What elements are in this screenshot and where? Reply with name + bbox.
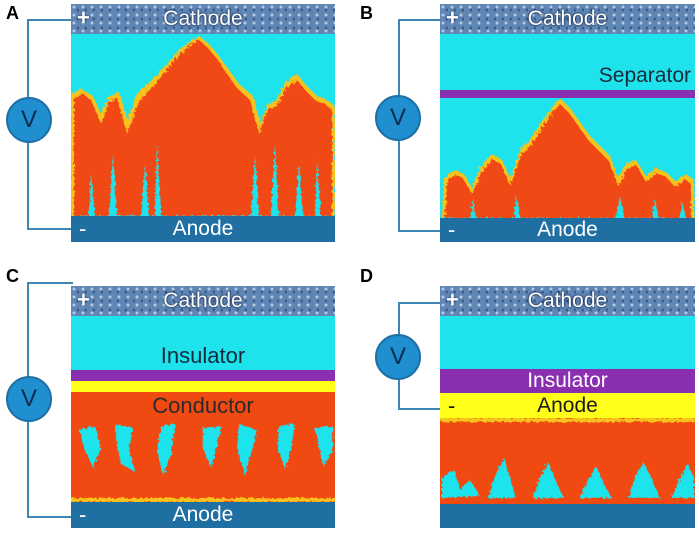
insulator-label-row: Insulator [71,342,335,370]
panel-b: B V + Cathode Separator - Anode [360,0,699,250]
voltmeter-icon: V [375,95,421,141]
voltmeter-icon: V [6,376,52,422]
cell: + Cathode Separator - Anode [440,4,695,242]
dendrites [442,98,694,218]
panel-c: C V + Cathode Insulator Conductor [0,262,340,534]
conductor: Conductor [71,392,335,420]
base-electrode [440,504,695,528]
electrolyte [440,316,695,369]
panel-letter: D [360,266,373,286]
conductor-strip [71,381,335,392]
anode-label: Anode [172,503,234,526]
electrolyte [71,316,335,370]
insulator: Insulator [440,369,695,393]
positive-sign: + [446,5,459,30]
insulator [71,370,335,381]
panel-letter: A [6,3,19,23]
anode: - Anode [440,217,695,242]
dendrites [71,420,335,502]
negative-sign: - [448,217,456,242]
cathode-label: Cathode [163,289,243,312]
separator [440,90,695,98]
conductor-label: Conductor [152,393,254,418]
voltmeter-icon: V [375,334,421,380]
panel-a: A V + Cathode - Anode [0,0,340,250]
cell: + Cathode - Anode [71,4,335,242]
cathode: + Cathode [71,4,335,34]
insulator-label: Insulator [527,369,608,392]
dendrites [71,36,335,216]
insulator-label: Insulator [160,343,246,368]
panel-letter: C [6,266,19,286]
positive-sign: + [77,287,90,312]
anode-label: Anode [537,393,598,417]
anode-label: Anode [172,217,234,240]
negative-sign: - [79,502,87,527]
dendrites [440,418,695,504]
cathode-label: Cathode [527,7,608,30]
anode-strip: - Anode [440,393,695,418]
negative-sign: - [448,392,456,418]
anode: - Anode [71,502,335,528]
cathode: + Cathode [71,286,335,316]
positive-sign: + [446,287,459,312]
cathode: + Cathode [440,286,695,316]
negative-sign: - [79,216,87,241]
separator-label: Separator [598,64,691,87]
anode-label: Anode [537,218,598,241]
voltmeter-icon: V [6,97,52,143]
panel-letter: B [360,3,373,23]
cathode: + Cathode [440,4,695,34]
cathode-label: Cathode [527,289,608,312]
cell: + Cathode Insulator - Anode [440,286,695,528]
cell: + Cathode Insulator Conductor [71,286,335,528]
panel-d: D V + Cathode Insulator - Anode [360,262,699,534]
cathode-label: Cathode [163,7,243,30]
separator-label-row: Separator [440,64,695,88]
positive-sign: + [77,5,90,30]
anode: - Anode [71,216,335,242]
